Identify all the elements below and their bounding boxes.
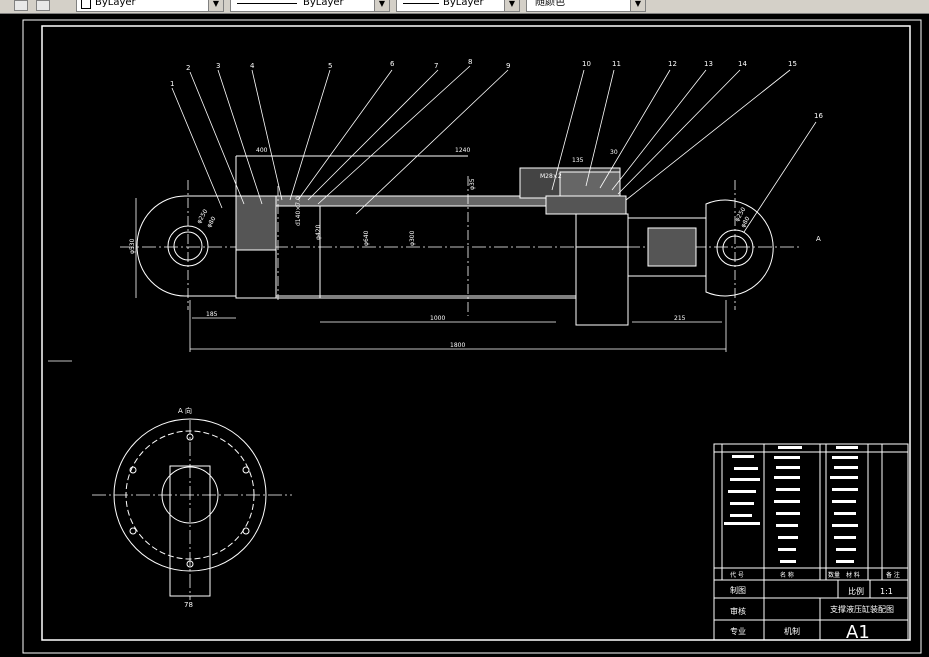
lineweight-sample (403, 3, 439, 4)
dim-left: φ530 (129, 238, 136, 254)
callout-numbers: 1 2 3 4 5 6 7 8 9 10 11 12 13 14 15 16 (170, 58, 823, 120)
header-cailiao: 材 料 (846, 571, 860, 579)
callout-8: 8 (468, 58, 472, 66)
drawing-canvas[interactable]: 1 2 3 4 5 6 7 8 9 10 11 12 13 14 15 16 4… (0, 14, 929, 657)
check-label: 审核 (730, 606, 746, 616)
scale-label: 比例 (848, 586, 864, 596)
leader-lines (171, 65, 817, 233)
dim-1240: 1240 (455, 147, 470, 154)
major-label: 专业 (730, 626, 746, 636)
color-control-dropdown[interactable]: ByLayer ▼ (76, 0, 224, 12)
layer-previous-button[interactable] (36, 0, 50, 11)
linetype-value: ByLayer (303, 0, 344, 8)
color-value: ByLayer (95, 0, 136, 8)
draw-label: 制图 (730, 585, 746, 595)
dimension-texts: 400 1240 135 30 185 1000 215 1800 M28×2 … (129, 147, 752, 349)
sheet-size: A1 (846, 622, 870, 643)
linetype-control-dropdown[interactable]: ByLayer ▼ (230, 0, 390, 12)
chevron-down-icon: ▼ (374, 0, 389, 11)
dim-78: 78 (184, 601, 193, 609)
header-mingcheng: 名 称 (780, 571, 794, 579)
callout-10: 10 (582, 60, 591, 68)
dim-small: d140×7.0 (295, 196, 302, 226)
callout-3: 3 (216, 62, 220, 70)
properties-toolbar: ByLayer ▼ ByLayer ▼ ByLayer ▼ 随颜色 ▼ (0, 0, 929, 14)
callout-4: 4 (250, 62, 255, 70)
dim-rod: φ640 (363, 230, 370, 246)
dimension-lines (135, 198, 727, 352)
a-view (92, 418, 292, 600)
dim-bore: φ300 (409, 230, 416, 246)
title-block (713, 443, 909, 641)
chevron-down-icon: ▼ (208, 0, 223, 11)
scale-value: 1:1 (880, 587, 893, 596)
dim-r2: φ80 (206, 215, 218, 229)
title-block-fields: 制图 审核 专业 机制 比例 1:1 支撑液压缸装配图 (730, 585, 894, 636)
dim-185: 185 (206, 311, 218, 318)
dim-right2: φ80 (740, 215, 752, 229)
callout-11: 11 (612, 60, 621, 68)
callout-6: 6 (390, 60, 395, 68)
dim-mid: φ420 (315, 224, 322, 240)
dim-1800: 1800 (450, 342, 465, 349)
header-beizhu: 备 注 (886, 571, 900, 579)
title-block-rows (724, 446, 858, 563)
callout-9: 9 (506, 62, 510, 70)
dim-400: 400 (256, 147, 268, 154)
chevron-down-icon: ▼ (504, 0, 519, 11)
callout-12: 12 (668, 60, 677, 68)
callout-15: 15 (788, 60, 797, 68)
callout-1: 1 (170, 80, 174, 88)
linetype-sample (237, 3, 297, 4)
chevron-down-icon: ▼ (630, 0, 645, 11)
callout-5: 5 (328, 62, 332, 70)
layer-state-button[interactable] (14, 0, 28, 11)
callout-14: 14 (738, 60, 747, 68)
color-swatch (81, 0, 91, 9)
header-shuliang: 数量 (828, 571, 840, 579)
plotstyle-value: 随颜色 (535, 0, 565, 8)
header-daihao: 代 号 (730, 571, 744, 579)
lineweight-control-dropdown[interactable]: ByLayer ▼ (396, 0, 520, 12)
callout-16: 16 (814, 112, 823, 120)
dim-top: φ35 (469, 178, 476, 190)
dim-135: 135 (572, 157, 584, 164)
cylinder-assembly (120, 155, 800, 326)
title-block-text: 代 号 名 称 数量 材 料 备 注 (730, 571, 900, 579)
drawing-title: 支撑液压缸装配图 (830, 604, 894, 614)
dim-1000: 1000 (430, 315, 445, 322)
lineweight-value: ByLayer (443, 0, 484, 8)
dim-thread: M28×2 (540, 173, 562, 180)
plotstyle-control-dropdown[interactable]: 随颜色 ▼ (526, 0, 646, 12)
callout-7: 7 (434, 62, 438, 70)
drawing-frame (22, 19, 922, 654)
major-value: 机制 (784, 626, 800, 636)
callout-13: 13 (704, 60, 713, 68)
dim-30: 30 (610, 149, 618, 156)
view-label: A 向 (178, 406, 192, 415)
section-label: A (816, 235, 821, 243)
callout-2: 2 (186, 64, 190, 72)
dim-215: 215 (674, 315, 686, 322)
